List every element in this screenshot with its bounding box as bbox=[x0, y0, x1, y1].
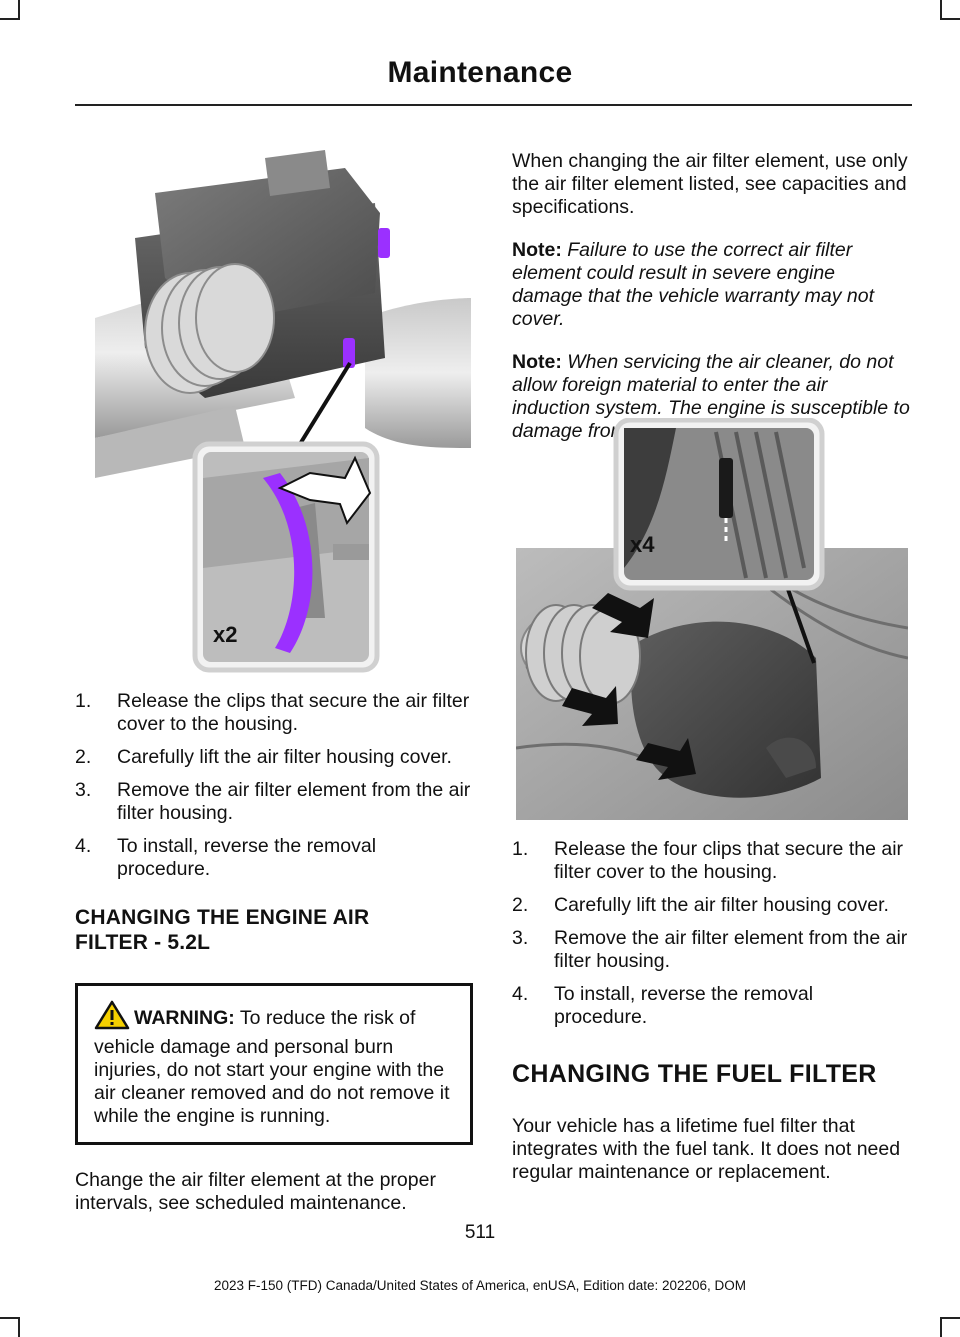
header-rule bbox=[75, 104, 912, 106]
warning-label: WARNING: bbox=[134, 1007, 235, 1029]
list-item: 3.Remove the air filter element from the… bbox=[75, 779, 471, 824]
crop-mark-tr-v bbox=[940, 0, 942, 20]
right-column-bottom: 1.Release the four clips that secure the… bbox=[512, 838, 910, 1184]
intro-paragraph: When changing the air filter element, us… bbox=[512, 150, 908, 218]
right-column-top: When changing the air filter element, us… bbox=[512, 150, 910, 443]
page-number: 511 bbox=[464, 1222, 496, 1243]
crop-mark-bl-h bbox=[0, 1317, 20, 1319]
crop-mark-br-h bbox=[940, 1317, 960, 1319]
fuel-filter-paragraph: Your vehicle has a lifetime fuel filter … bbox=[512, 1115, 901, 1183]
warning-triangle-icon bbox=[94, 1000, 130, 1036]
left-steps-list: 1.Release the clips that secure the air … bbox=[75, 690, 473, 881]
list-item: 3.Remove the air filter element from the… bbox=[512, 927, 908, 972]
list-item: 4.To install, reverse the removal proced… bbox=[512, 983, 814, 1028]
air-filter-housing-illustration: x2 bbox=[95, 148, 471, 674]
right-steps-list: 1.Release the four clips that secure the… bbox=[512, 838, 910, 1029]
warning-box: WARNING: To reduce the risk of vehicle d… bbox=[75, 983, 473, 1145]
engine-bay-drawing bbox=[515, 417, 909, 820]
crop-mark-bl-v bbox=[18, 1317, 20, 1337]
section-heading-fuel-filter: CHANGING THE FUEL FILTER bbox=[512, 1060, 877, 1088]
edition-info: 2023 F-150 (TFD) Canada/United States of… bbox=[213, 1278, 747, 1293]
warning-text: To reduce the risk of vehicle damage and… bbox=[94, 1007, 450, 1127]
crop-mark-br-v bbox=[940, 1317, 942, 1337]
list-item: 2.Carefully lift the air filter housing … bbox=[75, 746, 452, 768]
page-title: Maintenance bbox=[387, 56, 573, 89]
list-item: 1.Release the four clips that secure the… bbox=[512, 838, 904, 883]
list-item: 4.To install, reverse the removal proced… bbox=[75, 835, 377, 880]
crop-mark-tl-h bbox=[0, 18, 20, 20]
interval-paragraph: Change the air filter element at the pro… bbox=[75, 1169, 436, 1214]
clip-count-callout-x4: x4 bbox=[630, 532, 655, 557]
list-item: 2.Carefully lift the air filter housing … bbox=[512, 894, 889, 916]
crop-mark-tl-v bbox=[18, 0, 20, 20]
crop-mark-tr-h bbox=[940, 18, 960, 20]
left-column: 1.Release the clips that secure the air … bbox=[75, 690, 473, 1215]
section-heading-engine-air-filter: CHANGING THE ENGINE AIR FILTER - 5.2L bbox=[75, 906, 370, 954]
air-filter-housing-drawing bbox=[95, 150, 471, 673]
note-filter-element: Note: Failure to use the correct air fil… bbox=[512, 239, 875, 330]
list-item: 1.Release the clips that secure the air … bbox=[75, 690, 470, 735]
engine-bay-illustration: x4 bbox=[515, 417, 909, 820]
clip-count-callout: x2 bbox=[213, 622, 238, 647]
